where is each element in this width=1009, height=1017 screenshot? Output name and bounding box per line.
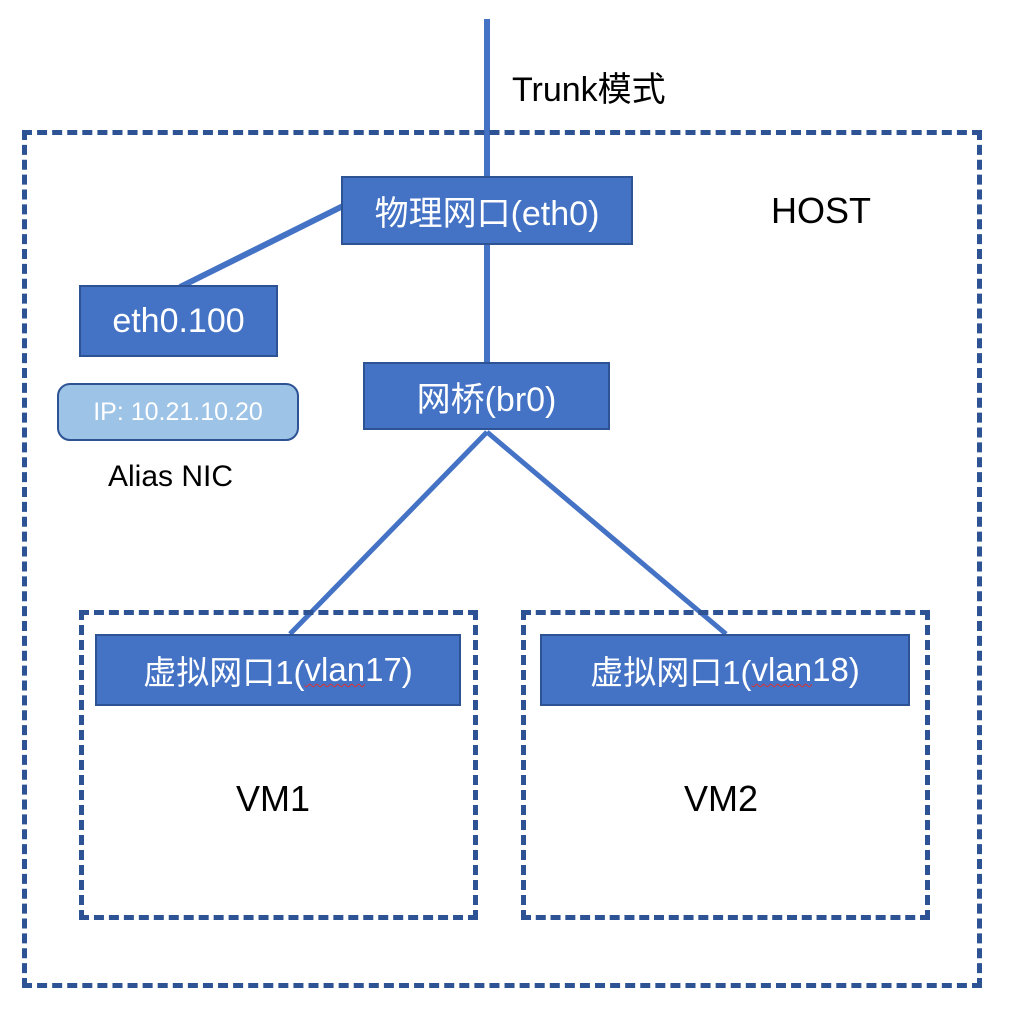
node-bridge-br0[interactable]: 网桥(br0)	[363, 362, 610, 430]
vm2-boundary	[521, 610, 930, 920]
vm1-nic-vlan-word: vlan	[304, 651, 366, 688]
trunk-mode-label: Trunk模式	[512, 71, 666, 109]
vm2-nic-prefix: 虚拟网口1(	[590, 654, 752, 691]
node-vm1-virtual-nic[interactable]: 虚拟网口1(vlan 17)	[95, 634, 461, 706]
vm2-nic-vlan-word: vlan	[751, 651, 813, 688]
vm1-nic-prefix: 虚拟网口1(	[143, 654, 305, 691]
alias-nic-ip-badge: IP: 10.21.10.20	[57, 383, 299, 441]
node-physical-nic-eth0[interactable]: 物理网口(eth0)	[341, 176, 633, 245]
vm1-label: VM1	[236, 778, 311, 819]
host-label: HOST	[771, 190, 872, 231]
vm2-nic-suffix: 18)	[812, 651, 860, 688]
node-vlan-subinterface-eth0-100[interactable]: eth0.100	[79, 285, 278, 357]
host-boundary	[22, 130, 982, 988]
vm1-nic-suffix: 17)	[365, 651, 413, 688]
vm2-label: VM2	[684, 778, 759, 819]
alias-nic-caption: Alias NIC	[108, 460, 234, 493]
node-vm2-virtual-nic[interactable]: 虚拟网口1(vlan 18)	[540, 634, 910, 706]
vm1-boundary	[79, 610, 478, 920]
